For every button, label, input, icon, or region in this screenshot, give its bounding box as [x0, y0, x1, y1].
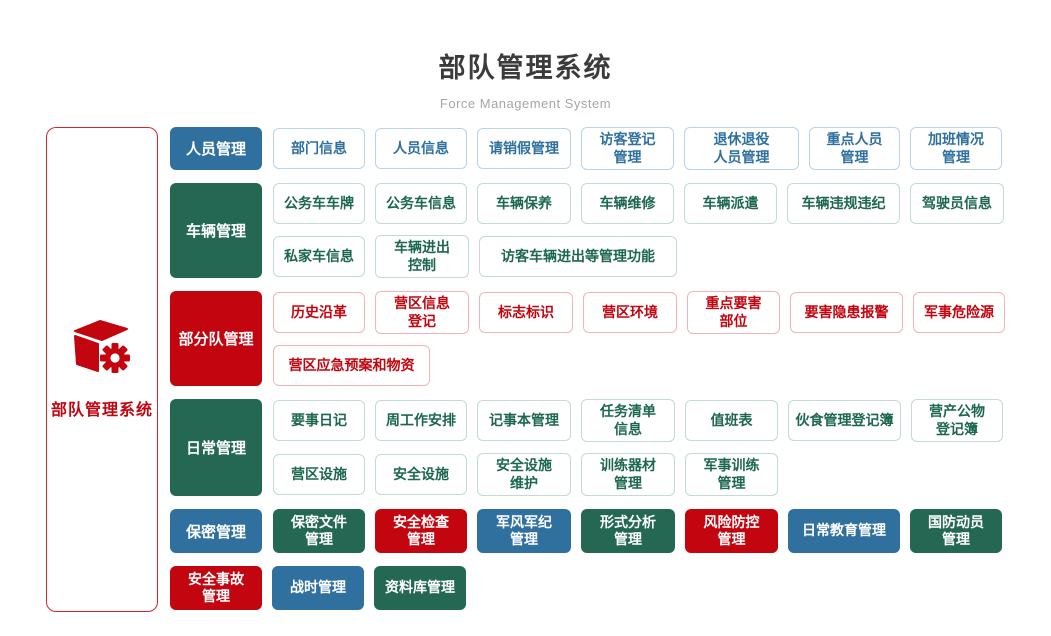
- feature-box: 私家车信息: [273, 236, 365, 277]
- feature-box: 车辆派遣: [684, 183, 777, 224]
- category-secrecy: 保密管理: [170, 509, 262, 553]
- feature-box: 访客车辆进出等管理功能: [479, 236, 677, 277]
- feature-box: 训练器材 管理: [581, 453, 675, 496]
- subrow: 营区应急预案和物资: [273, 345, 1005, 386]
- feature-box: 记事本管理: [477, 400, 571, 441]
- group-items-misc: 安全事故 管理战时管理资料库管理: [170, 566, 466, 610]
- feature-box: 访客登记 管理: [581, 127, 674, 170]
- feature-box: 营产公物 登记簿: [911, 399, 1003, 442]
- feature-box: 部门信息: [273, 128, 365, 169]
- feature-box: 营区信息 登记: [375, 291, 469, 334]
- subrow: 安全事故 管理战时管理资料库管理: [170, 566, 466, 610]
- feature-box: 资料库管理: [374, 566, 466, 610]
- category-daily: 日常管理: [170, 399, 262, 496]
- feature-box: 公务车信息: [375, 183, 467, 224]
- feature-box: 驾驶员信息: [910, 183, 1004, 224]
- feature-box: 任务清单 信息: [581, 399, 675, 442]
- system-root-label: 部队管理系统: [50, 401, 153, 419]
- feature-box: 请销假管理: [477, 128, 571, 169]
- subrow: 历史沿革营区信息 登记标志标识营区环境重点要害 部位要害隐患报警军事危险源: [273, 291, 1005, 334]
- subrow: 私家车信息车辆进出 控制访客车辆进出等管理功能: [273, 235, 1004, 278]
- group-items-vehicle: 公务车车牌公务车信息车辆保养车辆维修车辆派遣车辆违规违纪驾驶员信息私家车信息车辆…: [273, 183, 1004, 278]
- feature-box: 日常教育管理: [788, 509, 900, 553]
- feature-box: 营区环境: [583, 292, 677, 333]
- subrow: 公务车车牌公务车信息车辆保养车辆维修车辆派遣车辆违规违纪驾驶员信息: [273, 183, 1004, 224]
- feature-box: 公务车车牌: [273, 183, 365, 224]
- cube-gear-icon: [68, 319, 136, 381]
- feature-box: 军事危险源: [913, 292, 1005, 333]
- feature-box: 车辆保养: [477, 183, 571, 224]
- feature-box: 安全检查 管理: [375, 509, 467, 553]
- group-items-secrecy: 保密文件 管理安全检查 管理军风军纪 管理形式分析 管理风险防控 管理日常教育管…: [273, 509, 1002, 553]
- feature-box: 加班情况 管理: [910, 127, 1002, 170]
- system-root-panel: 部队管理系统: [46, 127, 158, 612]
- groups: 人员管理部门信息人员信息请销假管理访客登记 管理退休退役 人员管理重点人员 管理…: [170, 127, 1030, 623]
- feature-box: 要事日记: [273, 400, 365, 441]
- feature-box: 营区设施: [273, 454, 365, 495]
- feature-box: 重点人员 管理: [809, 127, 900, 170]
- feature-box: 值班表: [685, 400, 778, 441]
- group-items-subunit: 历史沿革营区信息 登记标志标识营区环境重点要害 部位要害隐患报警军事危险源营区应…: [273, 291, 1005, 386]
- group-row-personnel: 人员管理部门信息人员信息请销假管理访客登记 管理退休退役 人员管理重点人员 管理…: [170, 127, 1030, 170]
- feature-box: 营区应急预案和物资: [273, 345, 430, 386]
- feature-box: 退休退役 人员管理: [684, 127, 799, 170]
- category-vehicle: 车辆管理: [170, 183, 262, 278]
- feature-box: 保密文件 管理: [273, 509, 365, 553]
- group-row-daily: 日常管理要事日记周工作安排记事本管理任务清单 信息值班表伙食管理登记簿营产公物 …: [170, 399, 1030, 496]
- feature-box: 安全事故 管理: [170, 566, 262, 610]
- feature-box: 人员信息: [375, 128, 467, 169]
- feature-box: 安全设施: [375, 454, 467, 495]
- category-subunit: 部分队管理: [170, 291, 262, 386]
- group-row-subunit: 部分队管理历史沿革营区信息 登记标志标识营区环境重点要害 部位要害隐患报警军事危…: [170, 291, 1030, 386]
- group-row-secrecy: 保密管理保密文件 管理安全检查 管理军风军纪 管理形式分析 管理风险防控 管理日…: [170, 509, 1030, 553]
- feature-box: 标志标识: [479, 292, 573, 333]
- feature-box: 军事训练 管理: [685, 453, 778, 496]
- page-title: 部队管理系统: [438, 53, 613, 83]
- feature-box: 形式分析 管理: [581, 509, 675, 553]
- feature-box: 风险防控 管理: [685, 509, 778, 553]
- subrow: 部门信息人员信息请销假管理访客登记 管理退休退役 人员管理重点人员 管理加班情况…: [273, 127, 1002, 170]
- feature-box: 车辆违规违纪: [787, 183, 900, 224]
- group-row-misc: 安全事故 管理战时管理资料库管理: [170, 566, 1030, 610]
- feature-box: 伙食管理登记簿: [788, 400, 901, 441]
- feature-box: 历史沿革: [273, 292, 365, 333]
- feature-box: 安全设施 维护: [477, 453, 571, 496]
- page-subtitle: Force Management System: [439, 96, 612, 111]
- subrow: 营区设施安全设施安全设施 维护训练器材 管理军事训练 管理: [273, 453, 1003, 496]
- feature-box: 战时管理: [272, 566, 364, 610]
- page-header: 部队管理系统 Force Management System: [0, 46, 1051, 111]
- feature-box: 军风军纪 管理: [477, 509, 571, 553]
- feature-box: 国防动员 管理: [910, 509, 1002, 553]
- feature-box: 车辆进出 控制: [375, 235, 469, 278]
- feature-box: 车辆维修: [581, 183, 674, 224]
- feature-box: 重点要害 部位: [687, 291, 780, 334]
- subrow: 要事日记周工作安排记事本管理任务清单 信息值班表伙食管理登记簿营产公物 登记簿: [273, 399, 1003, 442]
- group-items-personnel: 部门信息人员信息请销假管理访客登记 管理退休退役 人员管理重点人员 管理加班情况…: [273, 127, 1002, 170]
- group-items-daily: 要事日记周工作安排记事本管理任务清单 信息值班表伙食管理登记簿营产公物 登记簿营…: [273, 399, 1003, 496]
- feature-box: 周工作安排: [375, 400, 467, 441]
- group-row-vehicle: 车辆管理公务车车牌公务车信息车辆保养车辆维修车辆派遣车辆违规违纪驾驶员信息私家车…: [170, 183, 1030, 278]
- category-personnel: 人员管理: [170, 127, 262, 170]
- subrow: 保密文件 管理安全检查 管理军风军纪 管理形式分析 管理风险防控 管理日常教育管…: [273, 509, 1002, 553]
- feature-box: 要害隐患报警: [790, 292, 903, 333]
